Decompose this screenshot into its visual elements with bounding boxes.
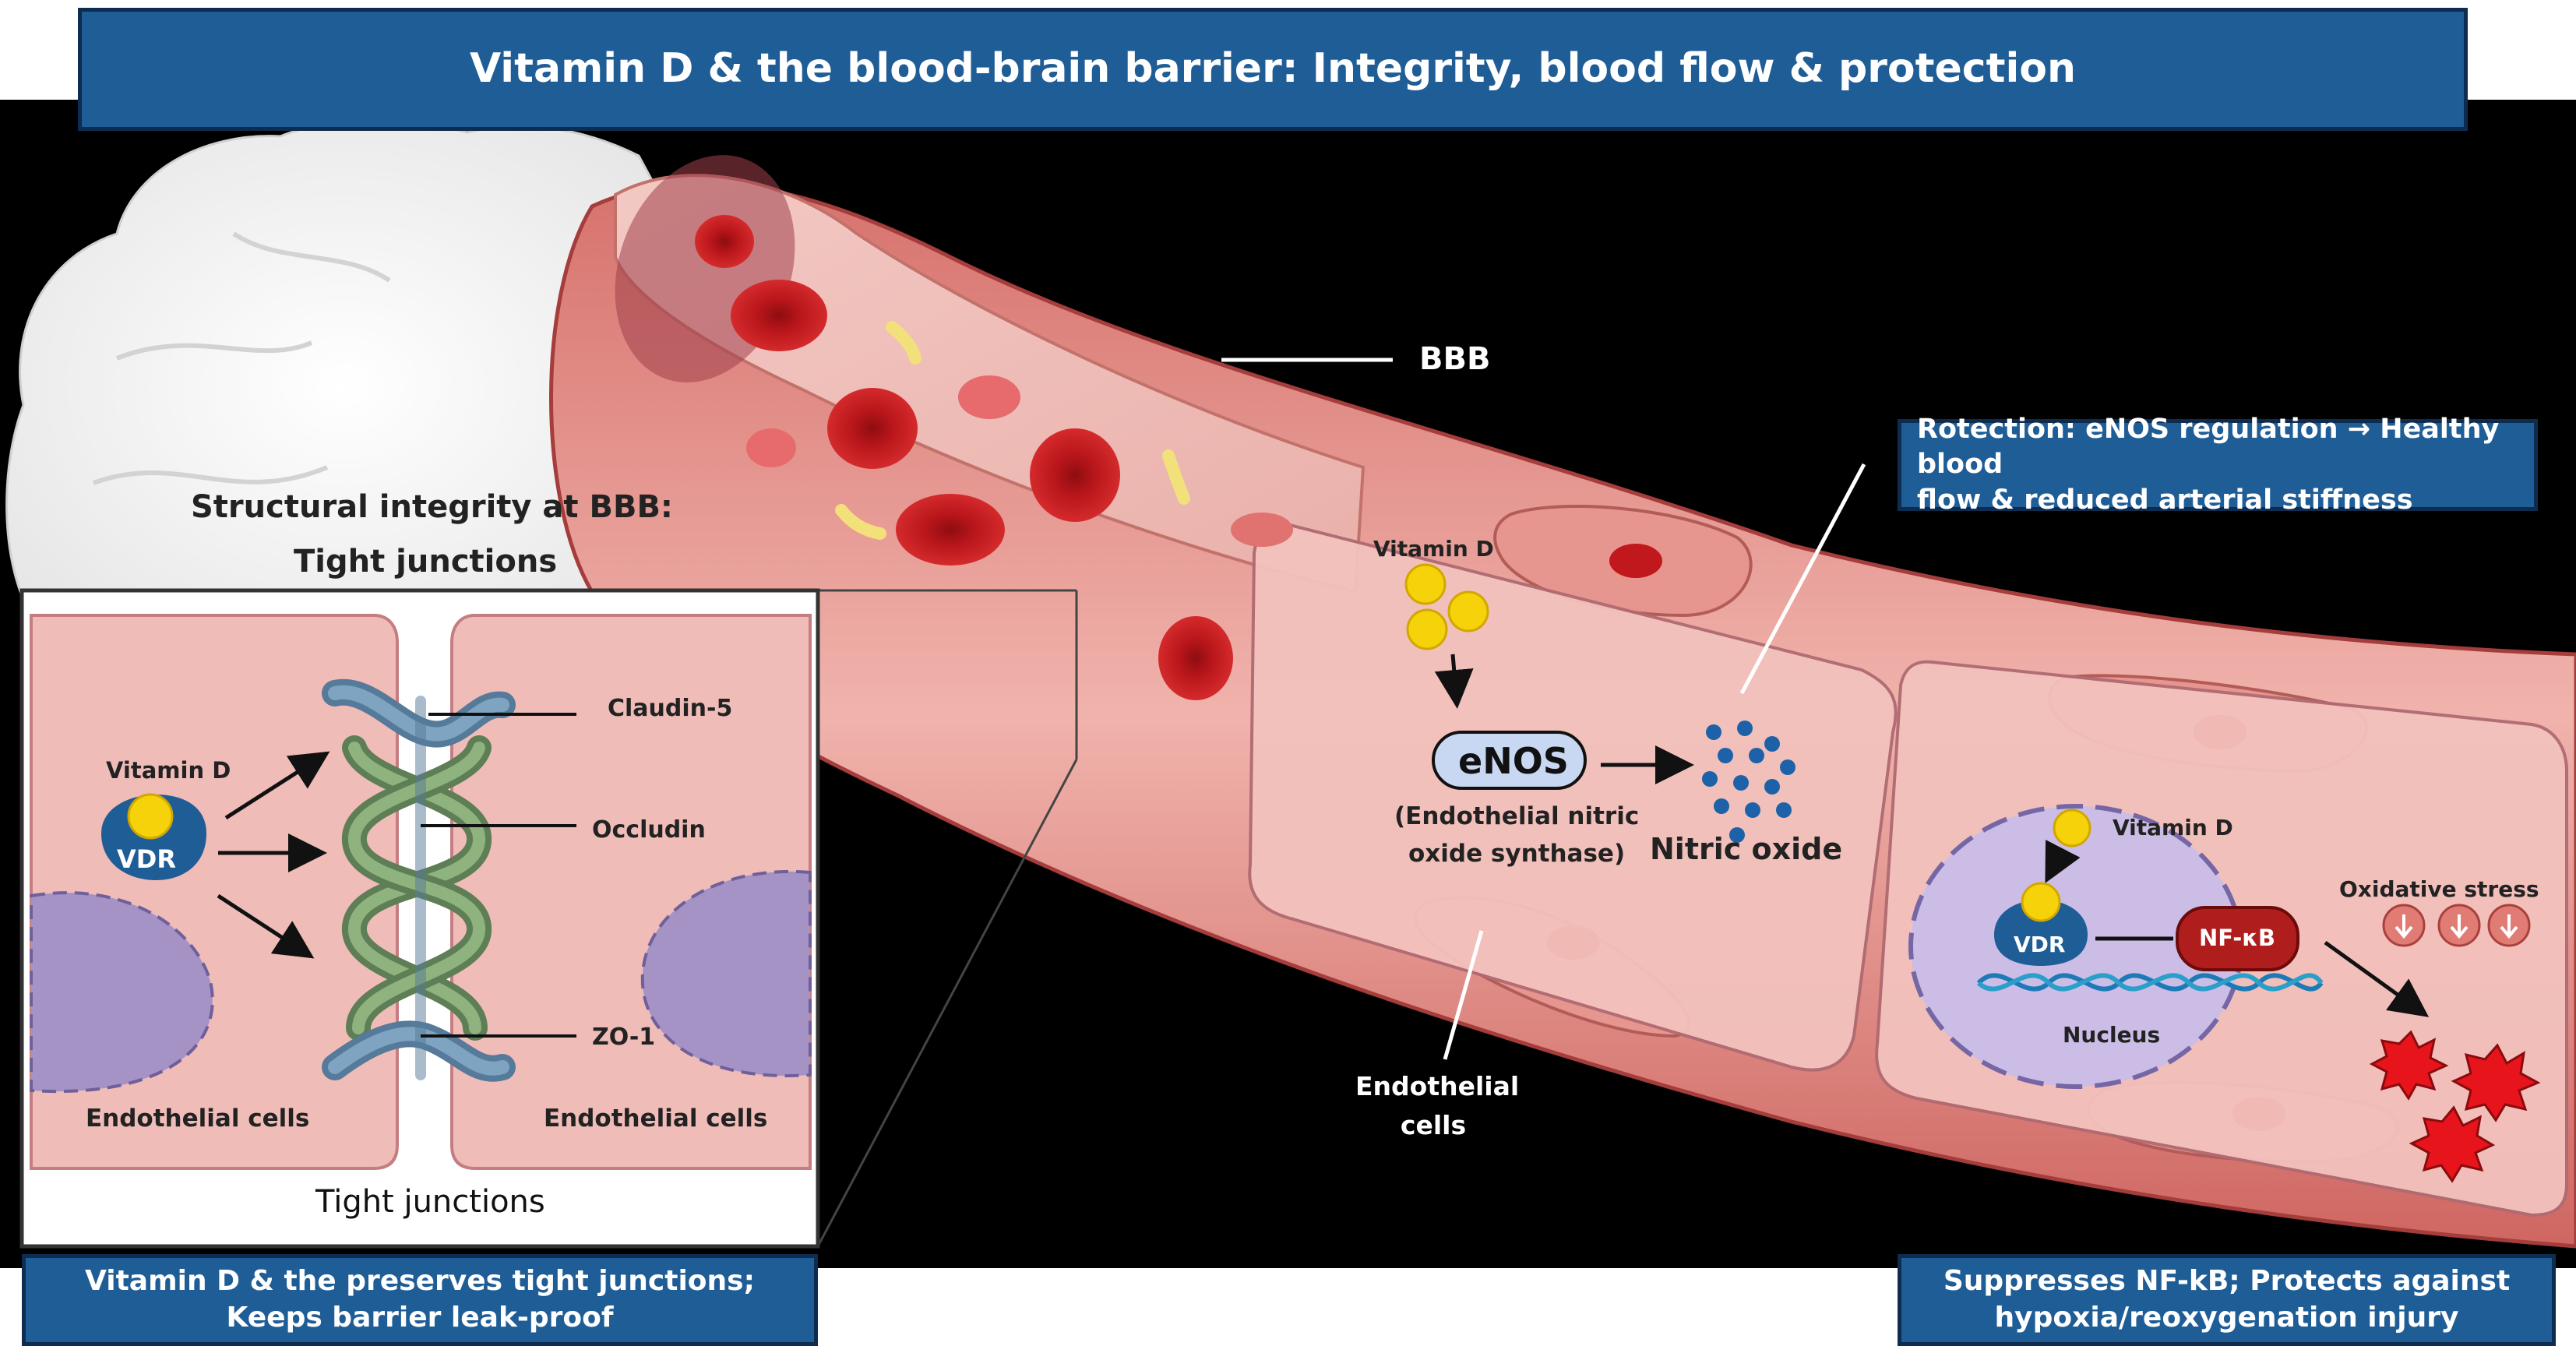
tj-vitamin-d-label: Vitamin D (106, 757, 231, 784)
bbb-label: BBB (1419, 341, 1491, 377)
zo1-label: ZO-1 (592, 1024, 656, 1051)
tj-arrow-3 (217, 893, 315, 959)
occludin-label: Occludin (592, 816, 706, 844)
ros-burst-icon (2369, 1030, 2449, 1101)
enos-banner-line2: flow & reduced arterial stiffness (1917, 484, 2413, 516)
enos-full-line1: (Endothelial nitric (1394, 802, 1640, 830)
enos-vitamin-d-label: Vitamin D (1373, 536, 1494, 562)
nfkb-banner: Suppresses NF-kB; Protects against hypox… (1898, 1254, 2556, 1346)
red-blood-cell (731, 280, 827, 351)
enos-banner: Rotection: eNOS regulation → Healthy blo… (1898, 414, 2538, 516)
red-blood-cell-pale (958, 375, 1020, 419)
red-blood-cells (695, 215, 1293, 700)
down-arrow-icon (2487, 904, 2531, 947)
tj-heading-line2: Tight junctions (294, 544, 558, 580)
nfkb-vitamin-d-label: Vitamin D (2113, 815, 2233, 840)
vitamin-d-molecule-icon (2021, 882, 2061, 922)
tj-heading-line1: Structural integrity at BBB: (191, 489, 673, 525)
title-banner: Vitamin D & the blood-brain barrier: Int… (78, 8, 2468, 131)
enos-full-line2: oxide synthase) (1408, 840, 1626, 868)
red-blood-cell-pale (746, 428, 796, 467)
vitamin-d-molecule-icon (1447, 590, 1489, 632)
enos-banner-pointer (1739, 463, 1866, 695)
tj-arrow-1 (224, 751, 330, 820)
claudin-label: Claudin-5 (608, 695, 733, 722)
oxidative-stress-arrows (2382, 904, 2531, 947)
dna-helix-icon (1976, 973, 2324, 992)
red-blood-cell (695, 215, 754, 268)
enos-label: eNOS (1458, 740, 1569, 782)
nucleus-left (30, 891, 214, 1094)
tj-cell-left-label: Endothelial cells (86, 1105, 310, 1133)
vitd-to-enos-arrow (1434, 654, 1474, 709)
red-blood-cell (1158, 616, 1233, 700)
nucleus-right (640, 869, 812, 1078)
tj-cell-right-label: Endothelial cells (544, 1105, 768, 1133)
red-blood-cell-pale (1231, 513, 1293, 547)
tj-vdr-label: VDR (117, 844, 176, 874)
nitric-oxide-label: Nitric oxide (1650, 832, 1843, 866)
vitamin-d-molecule-icon (2053, 809, 2091, 847)
endothelial-pointer (1443, 930, 1484, 1060)
tj-banner-line1: Vitamin D & the preserves tight junction… (85, 1265, 755, 1298)
red-blood-cell (827, 388, 918, 469)
ros-burst-icon (2451, 1043, 2541, 1122)
vitamin-d-molecule-icon (1404, 563, 1447, 605)
ros-burst-icon (2409, 1105, 2496, 1183)
oxidative-stress-label: Oxidative stress (2339, 876, 2539, 902)
down-arrow-icon (2437, 904, 2481, 947)
enos-pill (1432, 731, 1587, 790)
zoom-line-diag (816, 759, 1078, 1247)
nfkb-label: NF-κB (2199, 925, 2275, 951)
red-blood-cell (896, 494, 1005, 566)
nfkb-to-ros-arrow (2324, 940, 2430, 1017)
down-arrow-icon (2382, 904, 2426, 947)
nfkb-pill (2176, 906, 2299, 971)
red-blood-cell (1030, 428, 1120, 522)
endothelial-cells-label: Endothelial cells (1355, 1071, 1520, 1140)
nfkb-banner-line1: Suppresses NF-kB; Protects against (1943, 1265, 2511, 1298)
vdr-receptor-nfkb (1994, 900, 2088, 966)
platelets (835, 321, 1190, 540)
vitamin-d-molecule-icon (127, 793, 174, 840)
vitd-to-vdr-arrow (2045, 839, 2081, 883)
tj-caption: Tight junctions (315, 1184, 545, 1220)
nfkb-banner-line2: hypoxia/reoxygenation injury (1994, 1302, 2459, 1334)
tight-junction-banner: Vitamin D & the preserves tight junction… (22, 1254, 818, 1346)
vitamin-d-molecule-icon (1406, 608, 1448, 650)
enos-banner-line1: Rotection: eNOS regulation → Healthy blo… (1917, 413, 2500, 481)
nitric-oxide-dots (1702, 721, 1795, 843)
nucleus-label: Nucleus (2063, 1022, 2161, 1048)
endothelial-cell-enos (1248, 520, 1898, 1072)
brain-folds (92, 231, 391, 610)
page-title: Vitamin D & the blood-brain barrier: Int… (469, 45, 2077, 93)
tj-banner-line2: Keeps barrier leak-proof (226, 1302, 614, 1334)
vitamin-d-cluster-enos (1404, 563, 1489, 650)
nfkb-vdr-label: VDR (2014, 932, 2066, 957)
ros-bursts (2369, 1030, 2541, 1183)
